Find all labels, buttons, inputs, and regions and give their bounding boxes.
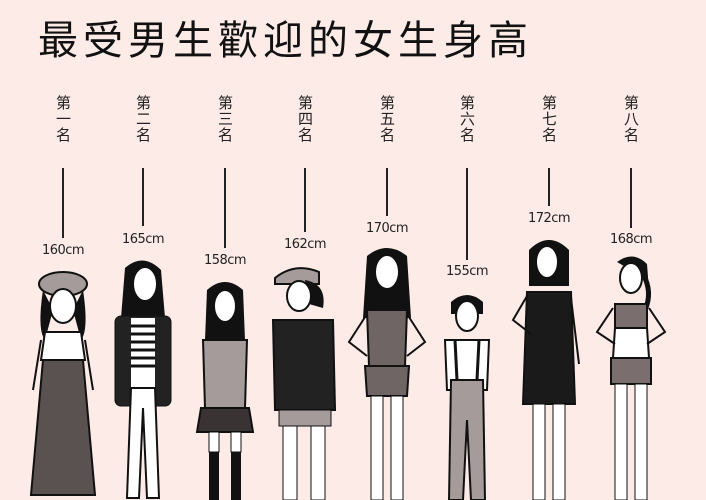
rank-label: 第五名 (378, 95, 396, 143)
height-value: 165cm (121, 232, 165, 247)
girl-cap-tshirt-shorts-icon (265, 264, 345, 500)
girl-school-uniform-icon (185, 280, 265, 500)
ranking-column-7: 第七名 172cm (509, 0, 589, 500)
ranking-column-4: 第四名 162cm (265, 0, 345, 500)
height-line (466, 168, 468, 260)
rank-label: 第七名 (540, 95, 558, 143)
height-value: 158cm (203, 253, 247, 268)
rank-label: 第三名 (216, 95, 234, 143)
woman-ponytail-crop-top-icon (591, 252, 671, 500)
height-value: 168cm (609, 232, 653, 247)
ranking-column-6: 第六名 155cm (427, 0, 507, 500)
rank-label: 第四名 (296, 95, 314, 143)
height-value: 155cm (445, 264, 489, 279)
page-title: 最受男生歡迎的女生身高 (38, 18, 533, 64)
height-value: 160cm (41, 243, 85, 258)
height-line (386, 168, 388, 216)
height-line (142, 168, 144, 226)
height-line (548, 168, 550, 206)
ranking-column-8: 第八名 168cm (591, 0, 671, 500)
woman-long-hair-romper-icon (347, 246, 427, 500)
height-value: 170cm (365, 221, 409, 236)
girl-striped-shirt-cardigan-icon (103, 258, 183, 500)
woman-bob-black-dress-icon (509, 234, 589, 500)
short-hair-overalls-icon (427, 290, 507, 500)
height-value: 172cm (527, 211, 571, 226)
rank-label: 第八名 (622, 95, 640, 143)
ranking-column-2: 第二名 165cm (103, 0, 183, 500)
height-line (62, 168, 64, 238)
girl-hat-long-skirt-icon (23, 270, 103, 500)
rank-label: 第一名 (54, 95, 72, 143)
rank-label: 第六名 (458, 95, 476, 143)
ranking-column-3: 第三名 158cm (185, 0, 265, 500)
height-line (630, 168, 632, 228)
rank-label: 第二名 (134, 95, 152, 143)
ranking-column-5: 第五名 170cm (347, 0, 427, 500)
ranking-column-1: 第一名 160cm (23, 0, 103, 500)
height-value: 162cm (283, 237, 327, 252)
height-line (224, 168, 226, 248)
height-line (304, 168, 306, 232)
